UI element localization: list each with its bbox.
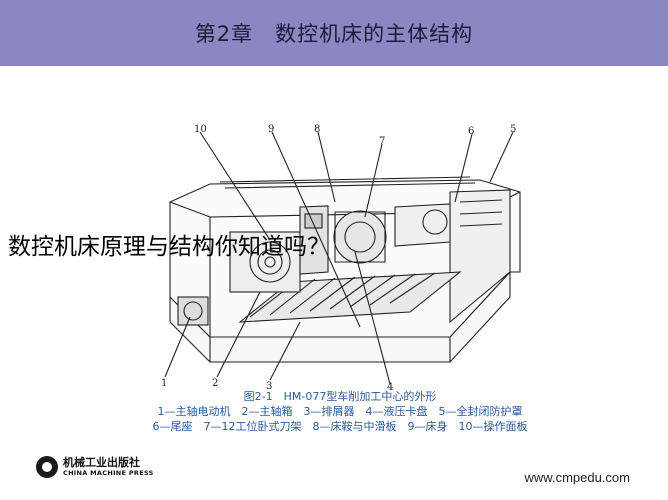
publisher-name-en: CHINA MACHINE PRESS	[63, 469, 154, 477]
legend-line-2: 6—尾座 7—12工位卧式刀架 8—床鞍与中滑板 9—床身 10—操作面板	[152, 420, 528, 433]
callout-5: 5	[510, 124, 516, 135]
publisher-name-cn: 机械工业出版社	[63, 456, 140, 469]
callout-3: 3	[266, 381, 272, 390]
caption-title: 图2-1 HM-077型车削加工中心的外形	[243, 390, 437, 403]
callout-8: 8	[314, 124, 320, 135]
callout-9: 9	[268, 124, 274, 135]
callout-10: 10	[194, 124, 207, 135]
publisher-emblem-icon	[36, 456, 58, 478]
callout-1: 1	[161, 378, 167, 389]
slide-title: 第2章 数控机床的主体结构	[194, 22, 474, 46]
overlay-question-text: 数控机床原理与结构你知道吗？	[8, 234, 330, 260]
publisher-logo-block: 机械工业出版社 CHINA MACHINE PRESS	[36, 456, 154, 478]
legend-line-1: 1—主轴电动机 2—主轴箱 3—排屑器 4—液压卡盘 5—全封闭防护罩	[157, 405, 523, 418]
figure-caption: 图2-1 HM-077型车削加工中心的外形 1—主轴电动机 2—主轴箱 3—排屑…	[110, 390, 570, 434]
callout-7: 7	[379, 136, 385, 147]
slide-header: 第2章 数控机床的主体结构	[0, 0, 668, 66]
website-link[interactable]: www.cmpedu.com	[524, 470, 630, 485]
callout-4: 4	[387, 382, 393, 390]
callout-6: 6	[468, 126, 474, 137]
lathe-drawing: 10 9 8 7 6 5 1 2 3 4	[161, 124, 521, 390]
machine-figure: 10 9 8 7 6 5 1 2 3 4	[150, 122, 530, 390]
callout-2: 2	[212, 378, 218, 389]
